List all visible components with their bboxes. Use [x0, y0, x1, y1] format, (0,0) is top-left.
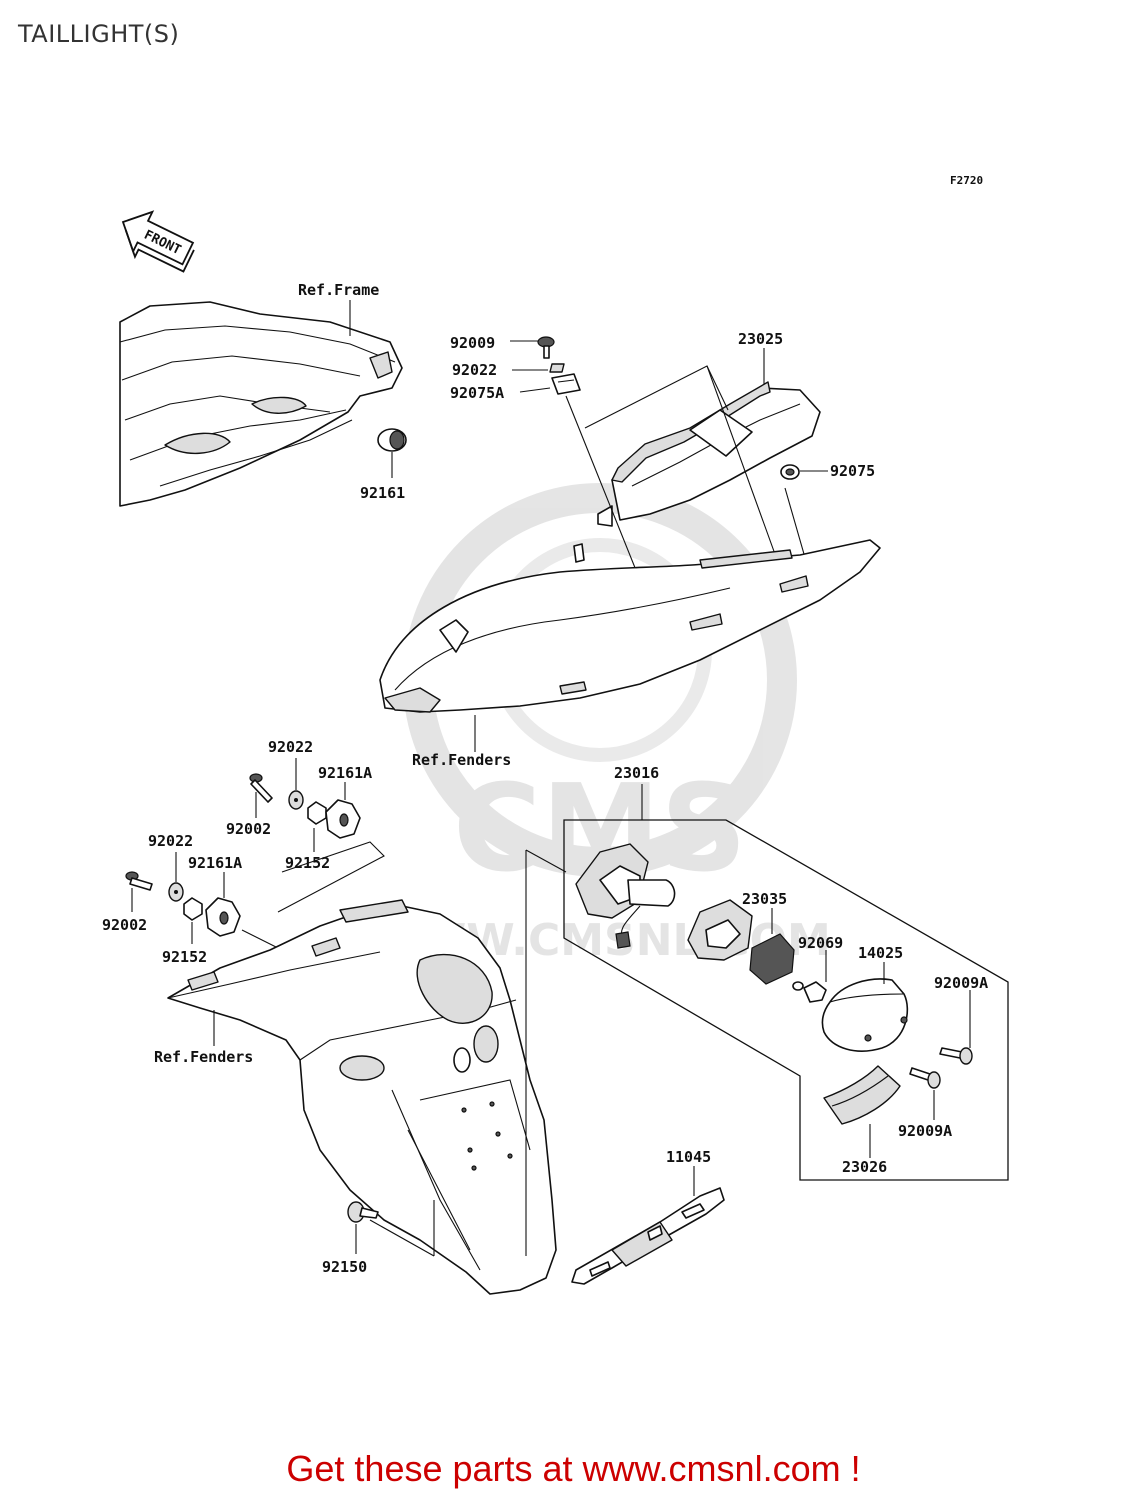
page-title: TAILLIGHT(S) [18, 20, 180, 48]
part-label-92152-b: 92152 [162, 948, 207, 966]
bulb-92069 [792, 981, 827, 1003]
part-label-14025: 14025 [858, 944, 903, 962]
washer-92022-b [168, 882, 184, 902]
part-label-92161: 92161 [360, 484, 405, 502]
part-label-92002-b: 92002 [102, 916, 147, 934]
reflector-23026 [823, 1065, 901, 1125]
part-label-92161A-b: 92161A [188, 854, 242, 872]
screw-92009A-b [909, 1067, 941, 1089]
nut-92075 [780, 464, 800, 480]
fender-upper [379, 539, 881, 713]
screw-92009A-a [939, 1047, 973, 1065]
part-labels: Ref.Frame Ref.Fenders Ref.Fenders 92009 … [102, 281, 988, 1276]
grommet-92161A-a [325, 799, 361, 839]
figure-code: F2720 [950, 174, 983, 187]
bracket-11045 [571, 1187, 725, 1285]
rear-frame [119, 301, 403, 507]
footer-link[interactable]: Get these parts at www.cmsnl.com ! [286, 1448, 861, 1489]
screw-92150 [347, 1201, 379, 1223]
grommet-92161A-b [205, 897, 241, 937]
part-label-92022-a: 92022 [268, 738, 313, 756]
washer-92022-top [549, 363, 565, 373]
part-label-92002-a: 92002 [226, 820, 271, 838]
connector-23035 [749, 933, 795, 985]
lamp-base-23016 [575, 843, 676, 949]
part-label-92009A-b: 92009A [898, 1122, 952, 1140]
part-label-92152-a: 92152 [285, 854, 330, 872]
part-label-11045: 11045 [666, 1148, 711, 1166]
part-label-92022-top: 92022 [452, 361, 497, 379]
part-label-92150: 92150 [322, 1258, 367, 1276]
bolt-92002-a [249, 773, 273, 803]
front-arrow-icon: FRONT [121, 210, 195, 273]
grommet-92161 [377, 428, 407, 452]
part-label-92075: 92075 [830, 462, 875, 480]
bolt-92009 [537, 336, 555, 359]
part-label-92069: 92069 [798, 934, 843, 952]
taillight-cover-23025 [597, 381, 821, 527]
ref-frame-label: Ref.Frame [298, 281, 379, 299]
part-label-92009: 92009 [450, 334, 495, 352]
part-label-23026: 23026 [842, 1158, 887, 1176]
fender-lower [167, 899, 557, 1295]
washer-92022-a [288, 790, 304, 810]
ref-fenders-lower-label: Ref.Fenders [154, 1048, 253, 1066]
part-label-23025: 23025 [738, 330, 783, 348]
lens-14025 [821, 978, 909, 1052]
collar-92152-b [183, 897, 203, 921]
ref-fenders-upper-label: Ref.Fenders [412, 751, 511, 769]
part-label-92009A-a: 92009A [934, 974, 988, 992]
collar-92152-a [307, 801, 327, 825]
clip-92075A [551, 373, 581, 395]
part-label-23016: 23016 [614, 764, 659, 782]
socket [687, 899, 753, 961]
part-label-92022-b: 92022 [148, 832, 193, 850]
bolt-92002-b [125, 871, 153, 891]
part-label-23035: 23035 [742, 890, 787, 908]
part-label-92161A-a: 92161A [318, 764, 372, 782]
part-label-92075A: 92075A [450, 384, 504, 402]
